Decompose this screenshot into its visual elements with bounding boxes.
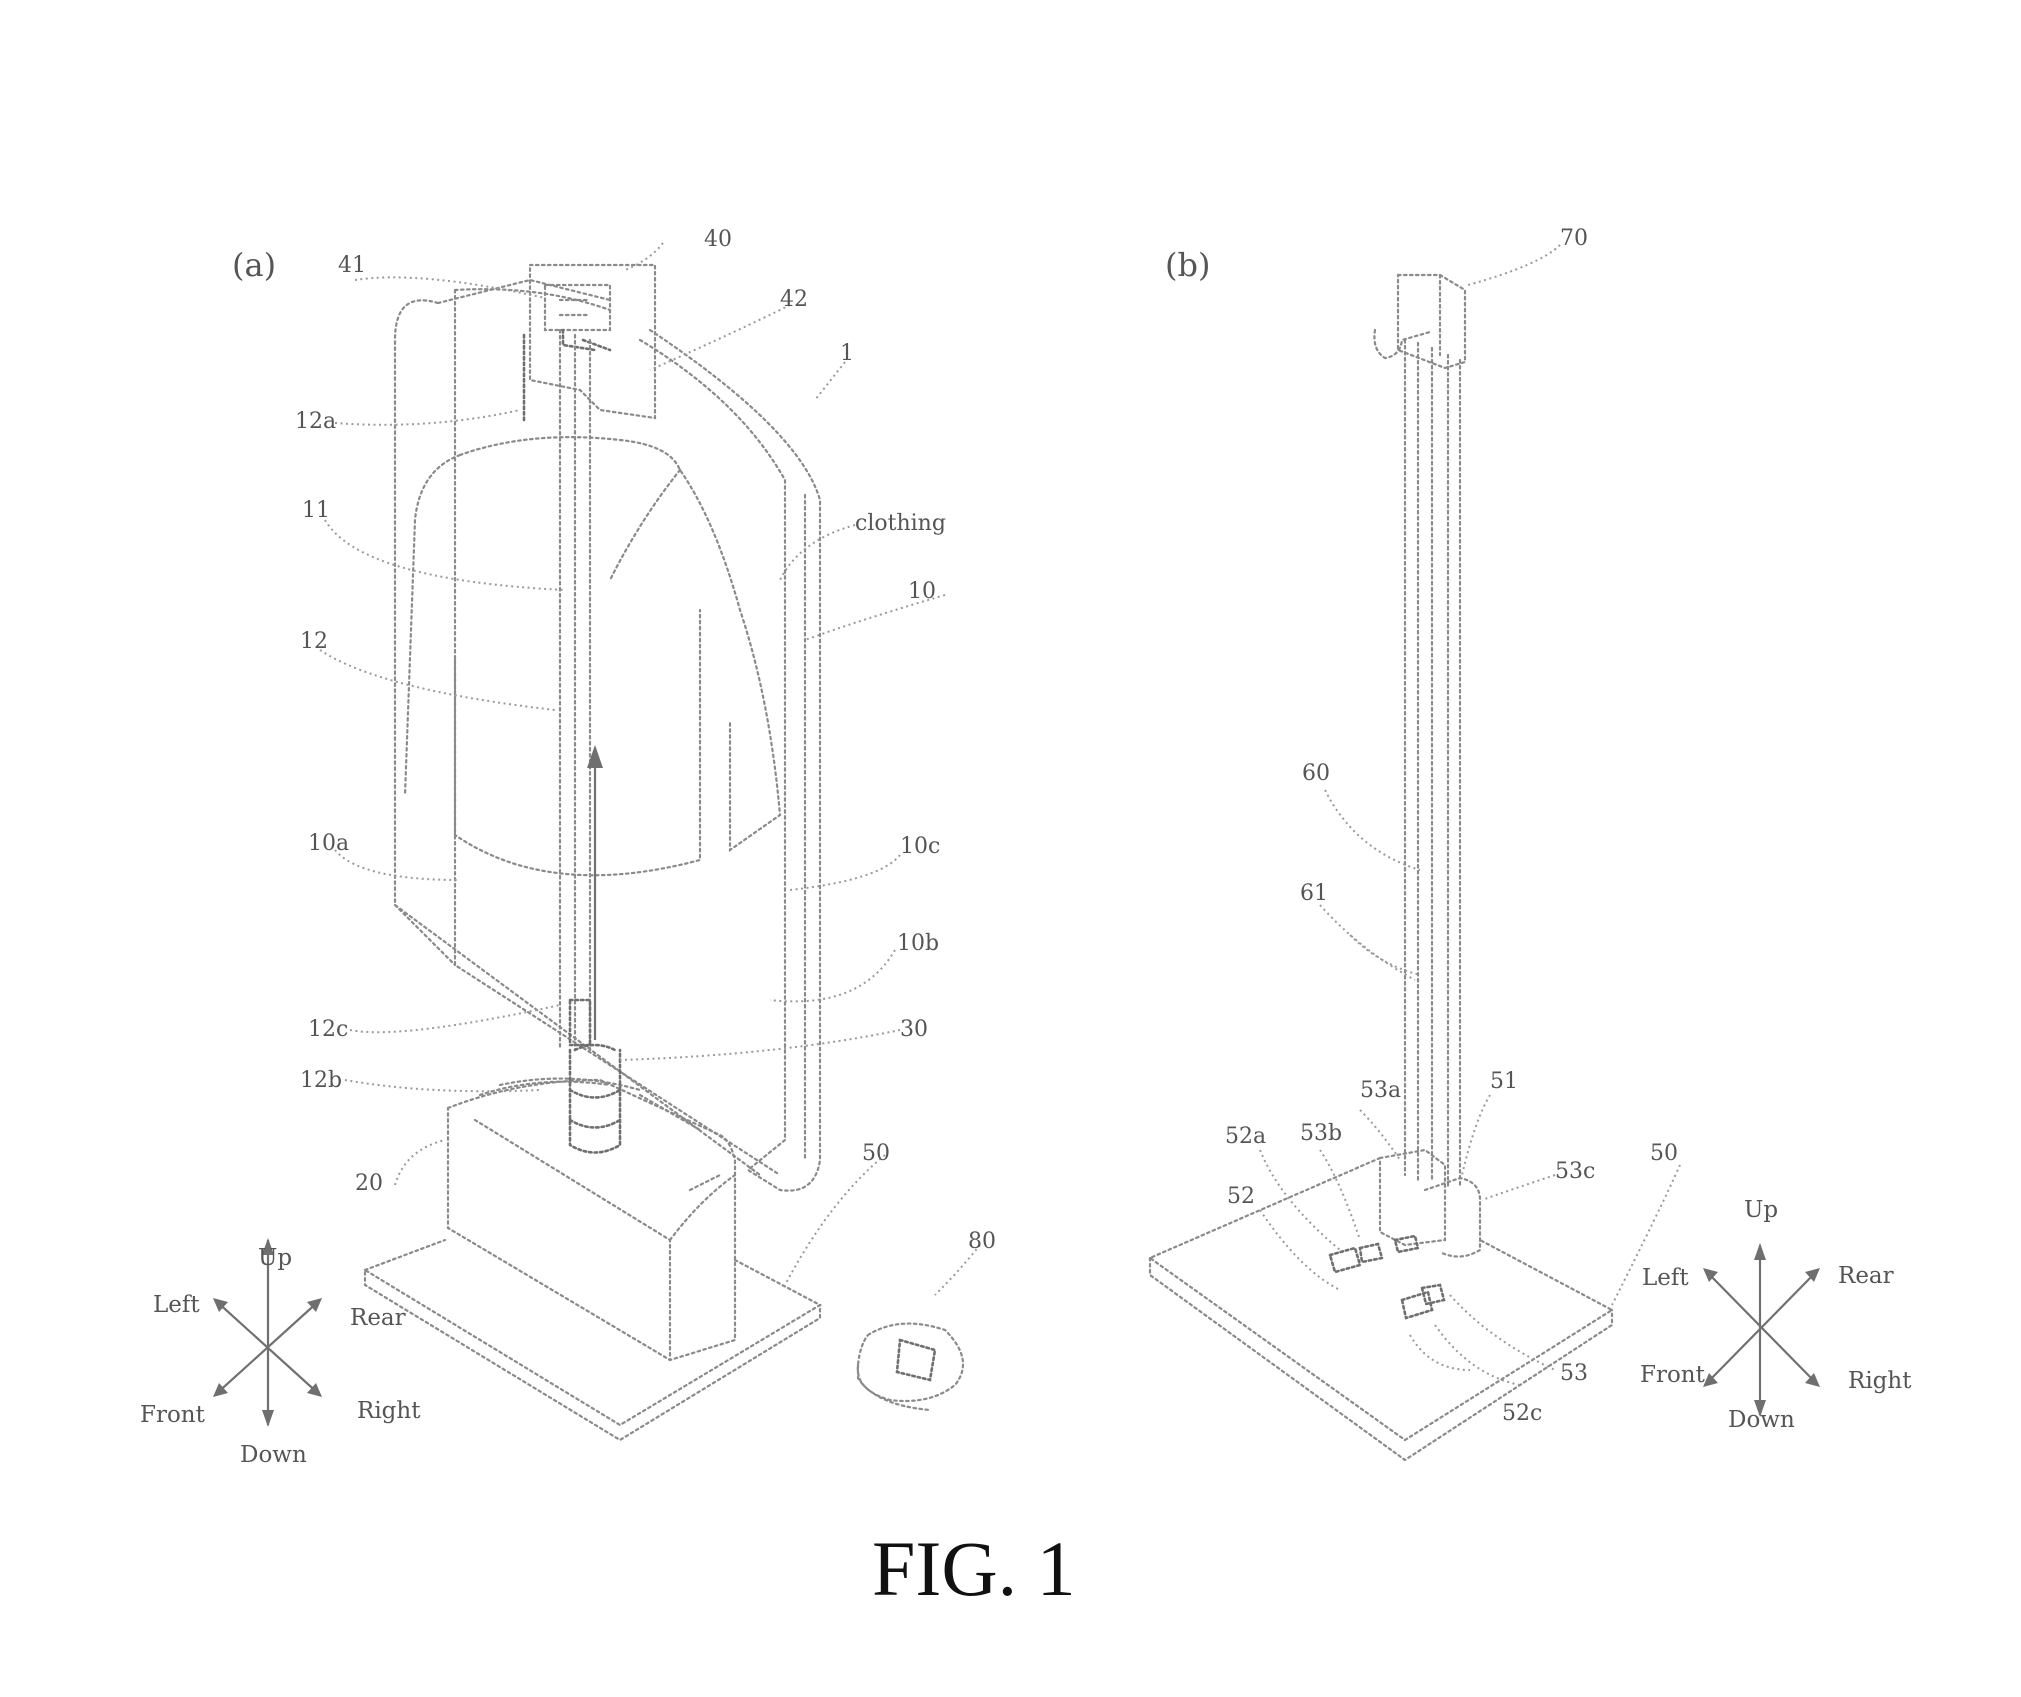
callout-52c: 52c — [1502, 1401, 1542, 1426]
callout-1: 1 — [840, 341, 854, 366]
callout-20: 20 — [355, 1171, 383, 1196]
figure-caption: FIG. 1 — [872, 1525, 1076, 1612]
axis-a-front: Front — [140, 1402, 206, 1428]
callout-53b: 53b — [1300, 1121, 1342, 1146]
callout-40: 40 — [704, 227, 732, 252]
callout-10b: 10b — [897, 931, 939, 956]
callout-52: 52 — [1227, 1184, 1255, 1209]
axis-a-down: Down — [240, 1442, 307, 1468]
axis-a-rear: Rear — [350, 1305, 406, 1331]
callout-10a: 10a — [308, 831, 349, 856]
callout-50-b: 50 — [1650, 1141, 1678, 1166]
axis-b-up: Up — [1744, 1197, 1778, 1223]
axis-b-down: Down — [1728, 1407, 1795, 1433]
panel-b-drawing — [1150, 245, 1820, 1460]
callout-50-a: 50 — [862, 1141, 890, 1166]
callout-60: 60 — [1302, 761, 1330, 786]
callout-61-a: 61 — [1300, 881, 1328, 906]
axis-b-front: Front — [1640, 1362, 1706, 1388]
panel-b-label: (b) — [1165, 246, 1210, 284]
callout-12a: 12a — [295, 409, 336, 434]
axis-a-right: Right — [357, 1398, 421, 1424]
callout-51: 51 — [1490, 1069, 1518, 1094]
callout-clothing: clothing — [855, 511, 946, 536]
axis-a-up: Up — [258, 1245, 292, 1271]
callout-42: 42 — [780, 287, 808, 312]
callout-10c: 10c — [900, 834, 940, 859]
axis-cross-b — [1703, 1243, 1820, 1417]
callout-12: 12 — [300, 629, 328, 654]
axis-b-left: Left — [1642, 1265, 1689, 1291]
axis-b-right: Right — [1848, 1368, 1912, 1394]
callout-12b: 12b — [300, 1068, 342, 1093]
callout-52a: 52a — [1225, 1124, 1266, 1149]
axis-a-left: Left — [153, 1292, 200, 1318]
axis-b-rear: Rear — [1838, 1263, 1894, 1289]
callout-10: 10 — [908, 579, 936, 604]
callout-30: 30 — [900, 1017, 928, 1042]
callout-80: 80 — [968, 1229, 996, 1254]
callout-53c: 53c — [1555, 1159, 1595, 1184]
callout-70: 70 — [1560, 226, 1588, 251]
callout-12c: 12c — [308, 1017, 348, 1042]
callout-11: 11 — [302, 498, 330, 523]
callout-53a: 53a — [1360, 1078, 1401, 1103]
callout-41: 41 — [338, 253, 366, 278]
callout-53: 53 — [1560, 1361, 1588, 1386]
panel-a-label: (a) — [232, 246, 276, 284]
